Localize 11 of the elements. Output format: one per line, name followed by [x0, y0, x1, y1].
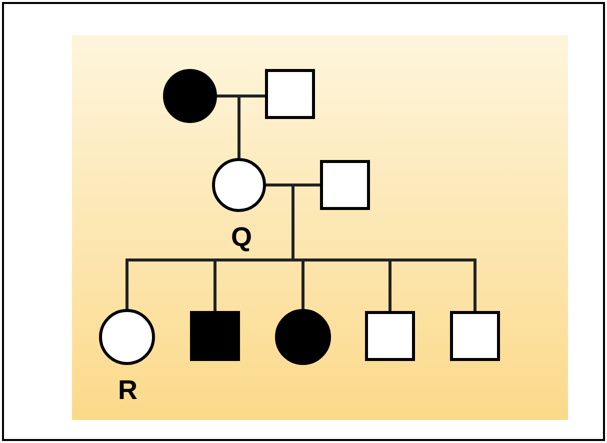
affected-male-symbol — [190, 311, 240, 361]
pedigree-line — [217, 94, 240, 158]
pedigree-line — [266, 184, 476, 311]
individual-label: R — [118, 377, 138, 404]
unaffected-male-symbol — [365, 311, 415, 361]
affected-female-symbol — [275, 309, 331, 365]
individual-label: Q — [231, 224, 252, 251]
unaffected-male-symbol — [450, 311, 500, 361]
unaffected-male-symbol — [265, 69, 315, 119]
affected-female-symbol — [163, 69, 217, 123]
unaffected-male-symbol — [320, 160, 370, 210]
